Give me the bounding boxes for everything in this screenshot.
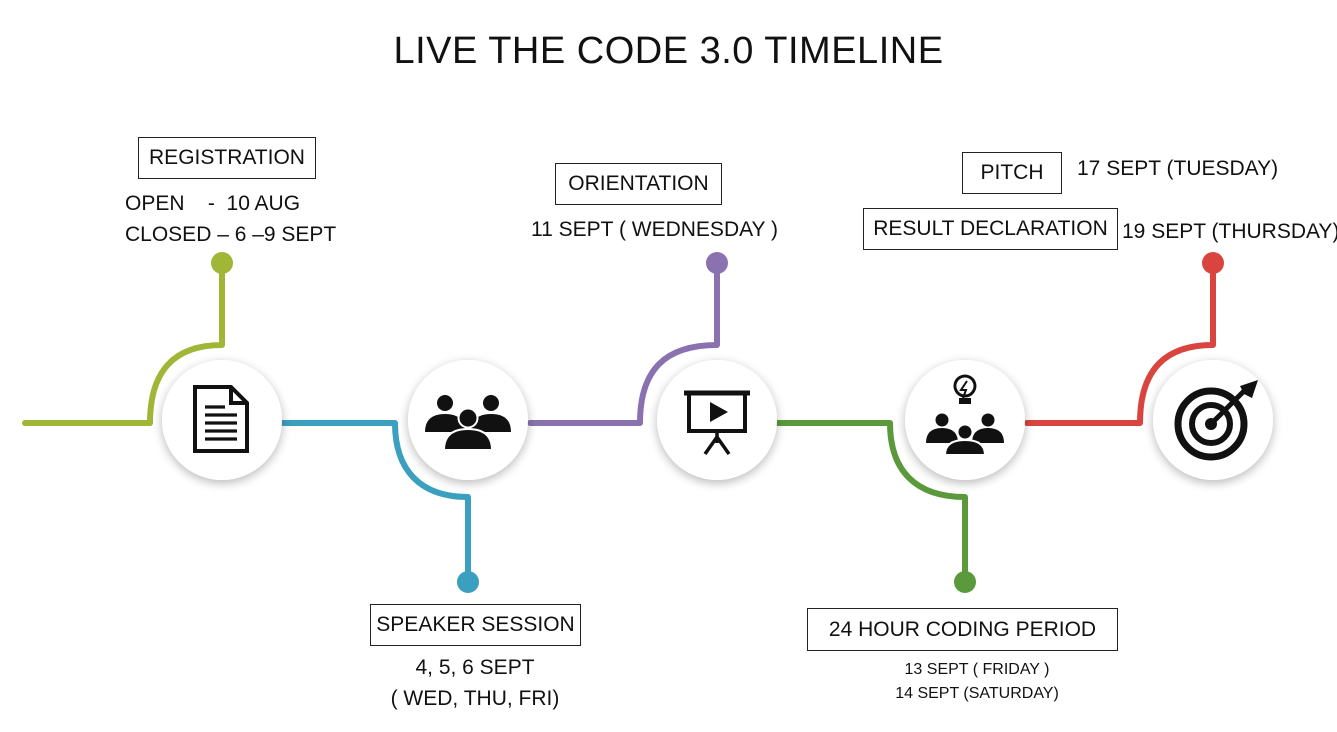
orientation-date: 11 SEPT ( WEDNESDAY ) — [531, 218, 779, 241]
idea-team-icon — [926, 374, 1004, 456]
target-icon — [1174, 380, 1258, 461]
speaker-session-dates: 4, 5, 6 SEPT — [415, 656, 535, 679]
registration-connector — [147, 259, 225, 426]
orientation-connector — [527, 259, 720, 426]
coding-period-node — [905, 360, 1025, 480]
result-declaration-label: RESULT DECLARATION — [863, 208, 1118, 250]
speaker-session-days: ( WED, THU, FRI) — [390, 687, 560, 710]
coding-period-date-1: 13 SEPT ( FRIDAY ) — [904, 661, 1050, 678]
result-connector — [1024, 259, 1216, 426]
pitch-date: 17 SEPT (TUESDAY) — [1077, 157, 1279, 180]
result-marker — [1202, 252, 1224, 274]
presentation-icon — [684, 390, 750, 456]
registration-close-date: CLOSED – 6 –9 SEPT — [125, 223, 337, 246]
page-title: LIVE THE CODE 3.0 TIMELINE — [393, 30, 944, 72]
registration-marker — [211, 252, 233, 274]
coding-period-date-2: 14 SEPT (SATURDAY) — [895, 685, 1059, 702]
orientation-node — [657, 360, 777, 480]
registration-label: REGISTRATION — [138, 137, 316, 179]
registration-open-date: OPEN - 10 AUG — [125, 192, 301, 215]
result-declaration-date: 19 SEPT (THURSDAY) — [1122, 220, 1337, 243]
orientation-marker — [706, 252, 728, 274]
speaker-session-label: SPEAKER SESSION — [370, 604, 581, 646]
speaker-session-marker — [457, 571, 479, 593]
orientation-label: ORIENTATION — [555, 163, 722, 205]
coding-period-label: 24 HOUR CODING PERIOD — [807, 608, 1118, 651]
coding-period-marker — [954, 571, 976, 593]
speaker-session-connector — [280, 420, 471, 585]
coding-period-connector — [775, 420, 968, 585]
pitch-label: PITCH — [962, 152, 1062, 194]
document-icon — [193, 385, 249, 453]
audience-icon — [425, 395, 511, 451]
